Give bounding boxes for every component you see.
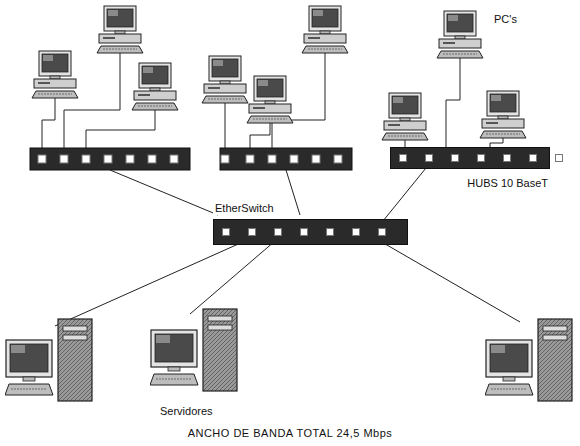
server-icon	[485, 319, 572, 401]
pc-wire	[272, 53, 325, 152]
hub-box	[30, 148, 190, 170]
hub-unit	[30, 148, 190, 170]
pc-icon	[480, 91, 526, 138]
switch-box: EtherSwitch	[213, 198, 408, 245]
port	[248, 228, 256, 236]
hub-box: HUBS 10 BaseT	[390, 147, 550, 191]
port	[300, 228, 308, 236]
pc-icon	[132, 63, 178, 110]
network-link	[385, 169, 426, 219]
text-row: HUBS 10 BaseT	[390, 173, 550, 191]
port	[503, 154, 511, 162]
pc-wire	[86, 110, 155, 152]
server-line	[380, 241, 520, 322]
port	[477, 154, 485, 162]
server-group	[5, 309, 572, 401]
port	[326, 228, 334, 236]
server-line	[190, 241, 275, 314]
trunk-line	[110, 170, 218, 215]
port	[378, 228, 386, 236]
pc-icon	[247, 76, 293, 123]
caption: ANCHO DE BANDA TOTAL 24,5 Mbps	[0, 426, 580, 440]
device-label: HUBS 10 BaseT	[465, 176, 550, 190]
port	[352, 228, 360, 236]
pc-group	[32, 6, 526, 140]
pc-wire	[225, 103, 226, 152]
pc-wire	[64, 53, 120, 152]
port	[451, 154, 459, 162]
switch-chassis	[213, 219, 408, 245]
server-icon	[5, 319, 92, 401]
port	[425, 154, 433, 162]
pc-wire	[42, 98, 55, 152]
port	[399, 154, 407, 162]
pc-icon	[382, 93, 428, 140]
port	[274, 228, 282, 236]
port	[555, 154, 563, 162]
pc-wires	[42, 53, 503, 152]
server-icon	[150, 309, 237, 391]
hub-box	[220, 148, 352, 170]
pc-icon	[97, 6, 143, 53]
group-label: PC's	[492, 12, 519, 26]
pc-icon	[202, 56, 248, 103]
trunk-lines	[55, 170, 520, 326]
device-label: EtherSwitch	[213, 201, 276, 215]
pc-wire	[446, 58, 460, 151]
trunk-line	[286, 170, 300, 215]
pc-icon	[302, 6, 348, 53]
hub-unit	[220, 148, 352, 170]
group-label: Servidores	[158, 404, 215, 418]
text-row: EtherSwitch	[213, 198, 408, 216]
hub-chassis	[390, 147, 550, 169]
port	[529, 154, 537, 162]
pc-icon	[437, 11, 483, 58]
hub-ports	[221, 155, 342, 163]
pc-icon	[32, 51, 78, 98]
port	[222, 228, 230, 236]
hub-ports	[38, 155, 178, 163]
